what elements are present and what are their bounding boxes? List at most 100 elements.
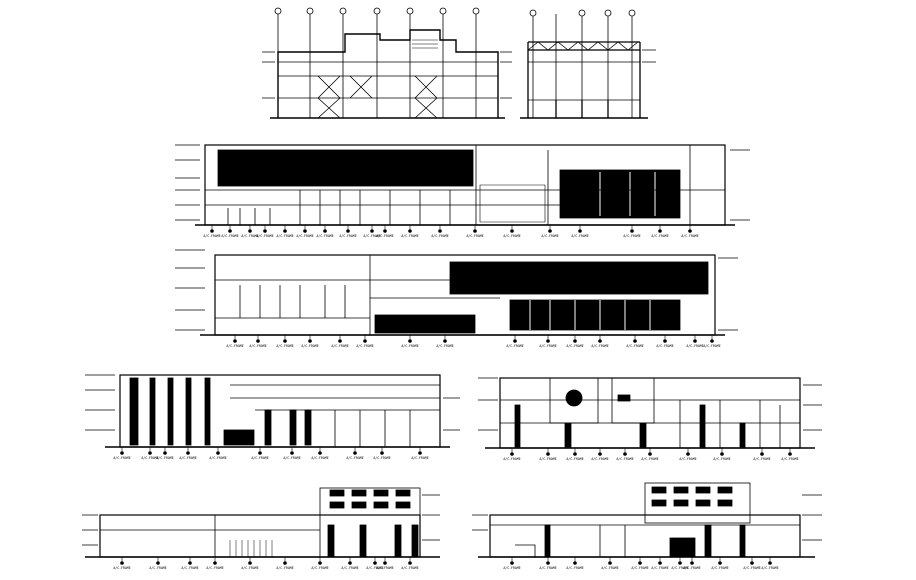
grid-tag-label: A/C-FRAME [761,566,778,570]
grid-tag-rear: A/C-FRAME [356,335,374,348]
grid-tag-front: A/C-FRAME [541,225,559,238]
grid-tag-label: A/C-FRAME [206,566,223,570]
grid-tag-label: A/C-FRAME [366,566,383,570]
grid-tag-side-left: A/C-FRAME [311,447,329,460]
grid-tag-bubble [720,452,724,456]
grid-tag-rear: A/C-FRAME [566,335,584,348]
grid-tag-label: A/C-FRAME [209,456,226,460]
grid-tag-label: A/C-FRAME [276,566,293,570]
section-a-drawing [262,7,512,119]
grid-tag-label: A/C-FRAME [241,234,258,238]
grid-tag-lower-left: A/C-FRAME [181,557,199,570]
grid-tag-rear: A/C-FRAME [436,335,454,348]
grid-tag-bubble [156,561,160,565]
grid-tag-label: A/C-FRAME [376,234,393,238]
front-elevation-drawing [175,144,750,226]
grid-tag-bubble [338,339,342,343]
grid-tag-bubble [256,339,260,343]
grid-tag-label: A/C-FRAME [651,234,668,238]
grid-tag-label: A/C-FRAME [591,344,608,348]
grid-tag-bubble [438,229,442,233]
grid-tag-label: A/C-FRAME [686,344,703,348]
grid-tag-bubble [380,451,384,455]
grid-tag-label: A/C-FRAME [376,566,393,570]
grid-tag-lower-right: A/C-FRAME [651,557,669,570]
grid-tag-rear: A/C-FRAME [656,335,674,348]
rear-dark-entrance [374,314,476,334]
grid-tag-label: A/C-FRAME [753,457,770,461]
grid-tag-bubble [573,452,577,456]
grid-tag-bubble [228,229,232,233]
grid-tag-label: A/C-FRAME [401,344,418,348]
grid-tag-label: A/C-FRAME [411,456,428,460]
grid-tag-front: A/C-FRAME [296,225,314,238]
grid-tag-rear: A/C-FRAME [301,335,319,348]
grid-tag-lower-left: A/C-FRAME [149,557,167,570]
grid-tag-label: A/C-FRAME [226,344,243,348]
grid-tag-front: A/C-FRAME [431,225,449,238]
grid-tag-bubble [663,339,667,343]
grid-tag-bubble [510,229,514,233]
grid-tag-bubble [648,452,652,456]
section-b-drawing [520,9,656,119]
grid-tag-bubble [258,451,262,455]
grid-tag-label: A/C-FRAME [681,234,698,238]
grid-tag-lower-right: A/C-FRAME [711,557,729,570]
grid-tag-lower-right: A/C-FRAME [683,557,701,570]
grid-tag-side-left: A/C-FRAME [346,447,364,460]
grid-tag-front: A/C-FRAME [363,225,381,238]
grid-tag-side-right: A/C-FRAME [713,448,731,461]
grid-tag-label: A/C-FRAME [181,566,198,570]
grid-tag-lower-left: A/C-FRAME [113,557,131,570]
grid-tag-bubble [546,561,550,565]
grid-tag-lower-right: A/C-FRAME [539,557,557,570]
grid-tag-label: A/C-FRAME [339,234,356,238]
grid-tag-bubble [623,452,627,456]
grid-tag-bubble [578,229,582,233]
grid-tag-side-right: A/C-FRAME [566,448,584,461]
grid-tag-label: A/C-FRAME [203,234,220,238]
grid-tag-label: A/C-FRAME [241,566,258,570]
grid-tag-bubble [690,561,694,565]
grid-tag-label: A/C-FRAME [283,456,300,460]
grid-tag-label: A/C-FRAME [356,344,373,348]
grid-tag-lower-left: A/C-FRAME [311,557,329,570]
grid-tag-front: A/C-FRAME [221,225,239,238]
grid-tag-side-right: A/C-FRAME [679,448,697,461]
grid-tag-bubble [383,229,387,233]
grid-tag-label: A/C-FRAME [503,457,520,461]
grid-tag-bubble [148,451,152,455]
front-dark-facade-panel [217,149,474,187]
rear-dark-facade-panel [449,261,709,295]
grid-tag-label: A/C-FRAME [256,234,273,238]
grid-tag-bubble [163,451,167,455]
section-b-grid-bubbles [529,9,636,17]
grid-tag-bubble [408,229,412,233]
grid-tag-front: A/C-FRAME [203,225,221,238]
grid-tag-label: A/C-FRAME [506,344,523,348]
grid-tag-front: A/C-FRAME [376,225,394,238]
grid-tag-bubble [473,229,477,233]
grid-tag-rear: A/C-FRAME [626,335,644,348]
grid-tag-label: A/C-FRAME [671,566,688,570]
grid-tag-label: A/C-FRAME [743,566,760,570]
grid-tag-bubble [213,561,217,565]
grid-tag-front: A/C-FRAME [401,225,419,238]
grid-tag-side-right: A/C-FRAME [616,448,634,461]
section-a-grid-bubbles [274,7,480,15]
grid-tag-bubble [120,451,124,455]
grid-tag-rear: A/C-FRAME [703,335,721,348]
grid-tag-bubble [513,339,517,343]
grid-tag-lower-left: A/C-FRAME [241,557,259,570]
grid-tag-rear: A/C-FRAME [276,335,294,348]
grid-tag-bubble [546,339,550,343]
grid-tag-side-right: A/C-FRAME [781,448,799,461]
grid-tag-label: A/C-FRAME [539,344,556,348]
grid-tag-label: A/C-FRAME [539,457,556,461]
grid-tag-side-left: A/C-FRAME [141,447,159,460]
grid-tag-bubble [348,561,352,565]
grid-tag-side-right: A/C-FRAME [591,448,609,461]
grid-tag-bubble [608,561,612,565]
grid-tag-label: A/C-FRAME [296,234,313,238]
